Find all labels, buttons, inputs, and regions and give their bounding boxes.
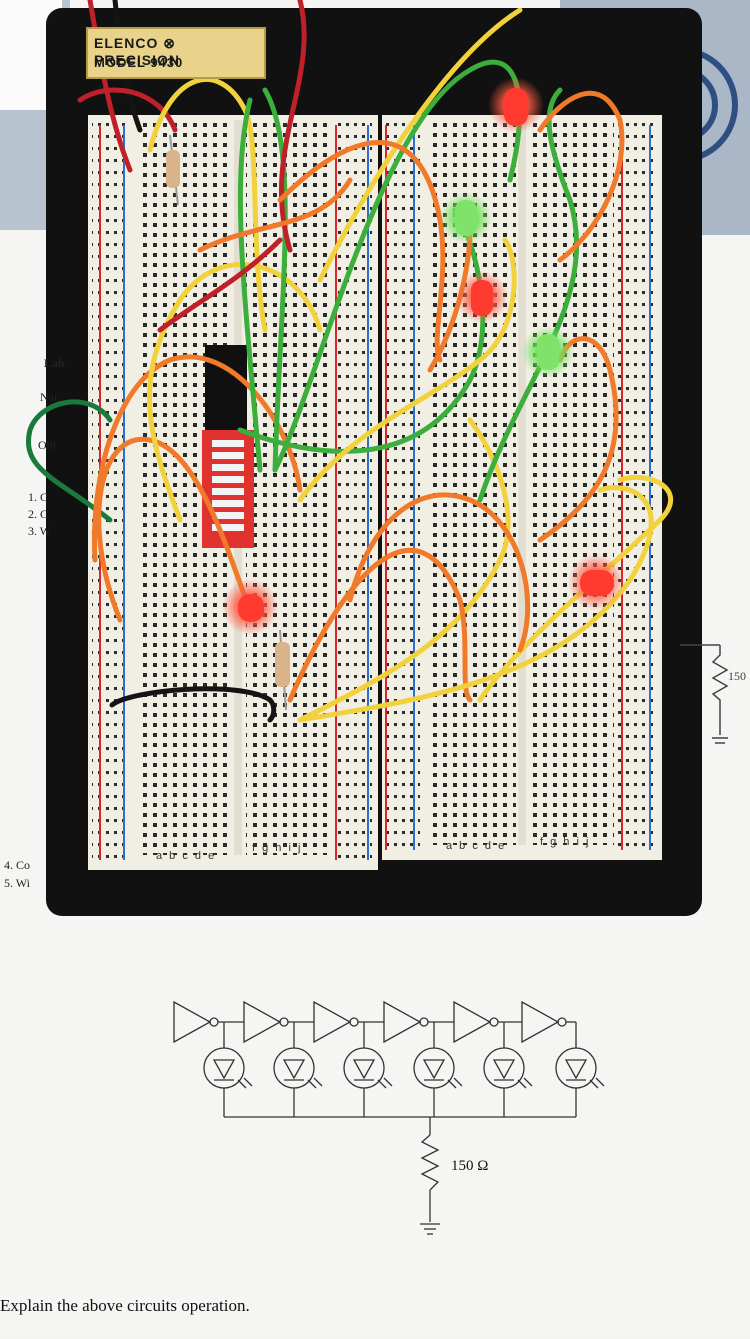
row-label-left-2: a b c d e <box>446 840 507 852</box>
doc-fragment-name: Nar <box>40 390 58 404</box>
resistor-top <box>166 134 180 206</box>
doc-fragment-item-4: 4. Co <box>4 858 31 872</box>
led-red-middle <box>456 271 508 323</box>
doc-fragment-item-2: 2. C <box>28 507 49 521</box>
dip-switch-toggles <box>212 440 244 531</box>
doc-fragment-item-3: 3. W <box>28 524 52 538</box>
schematic-leds <box>203 1047 605 1235</box>
doc-fragment-objective: Obj <box>38 438 56 452</box>
led-green-upper <box>440 192 492 244</box>
model-badge: ELENCO ⊗ PRECISION MODEL 9430 <box>86 27 266 79</box>
doc-fragment-item-5: 5. Wi <box>4 876 30 890</box>
badge-line-1: ELENCO ⊗ PRECISION <box>94 35 181 68</box>
doc-fragment-lab: Lab <box>44 356 65 370</box>
doc-fragment-item-1: 1. C <box>28 490 49 504</box>
schematic-inverters <box>173 1000 577 1048</box>
side-schematic <box>680 644 729 744</box>
row-label-left: a b c d e <box>156 850 217 862</box>
side-resistor-label: 150 <box>728 669 746 683</box>
question-text: Explain the above circuits operation. <box>0 1296 250 1315</box>
resistor-bottom <box>275 629 290 711</box>
row-label-right: f g h i j <box>252 842 303 854</box>
row-label-right-2: f g h i j <box>540 836 591 848</box>
led-red-top-right <box>488 77 544 133</box>
led-red-bottom-right <box>568 554 624 610</box>
led-green-lower <box>522 326 574 378</box>
led-red-bottom-left <box>222 579 278 635</box>
badge-line-2: MODEL 9430 <box>94 55 184 70</box>
resistor-value-label: 150 Ω <box>451 1158 489 1174</box>
